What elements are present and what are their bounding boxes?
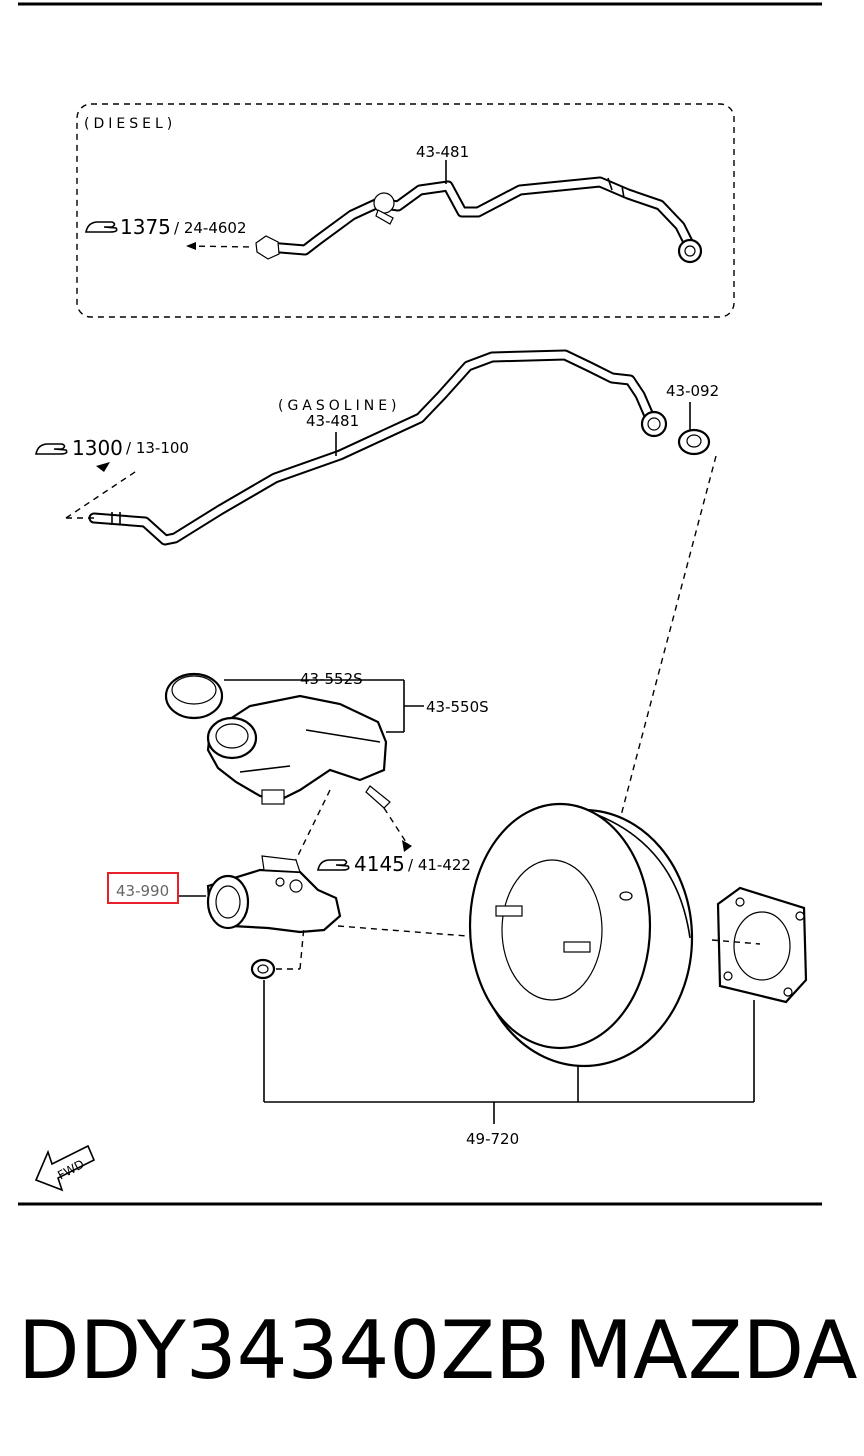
footer: DDY34340ZB MAZDA (18, 1296, 857, 1406)
master-cylinder (206, 855, 342, 934)
diesel-tag: (DIESEL) (84, 116, 176, 132)
brake-ref-group: 4145 (354, 852, 405, 876)
label-reservoir: 43-550S (426, 698, 489, 716)
gasoline-tag: (GASOLINE) (278, 398, 401, 414)
label-master-cylinder: 43-990 (116, 882, 169, 900)
brand-name: MAZDA (564, 1304, 858, 1397)
brake-ref-sub: / 41-422 (408, 856, 471, 874)
brake-hand-icon (317, 859, 350, 871)
label-cap: 43-552S (300, 670, 363, 688)
booster-gasket (716, 886, 808, 1004)
label-diesel-pipe: 43-481 (416, 143, 469, 161)
master-cylinder-highlight (107, 872, 179, 904)
nut (250, 958, 276, 980)
brake-booster (468, 802, 694, 1068)
diesel-pipe (255, 176, 703, 264)
part-number: DDY34340ZB (18, 1304, 550, 1397)
diesel-box (76, 103, 735, 318)
gasoline-ref-sub: / 13-100 (126, 439, 189, 457)
label-gasoline-pipe: 43-481 (306, 412, 359, 430)
gasoline-ref-group: 1300 (72, 436, 123, 460)
gasoline-pipe (88, 349, 668, 546)
reservoir-cap (164, 672, 224, 720)
fwd-arrow-icon (34, 1144, 96, 1192)
diesel-hand-icon (85, 221, 118, 233)
label-booster: 49-720 (466, 1130, 519, 1148)
diesel-ref-group: 1375 (120, 215, 171, 239)
grommet (677, 428, 711, 456)
diesel-ref-sub: / 24-4602 (174, 219, 247, 237)
gasoline-hand-icon (35, 443, 68, 455)
reservoir (206, 694, 391, 809)
label-grommet: 43-092 (666, 382, 719, 400)
